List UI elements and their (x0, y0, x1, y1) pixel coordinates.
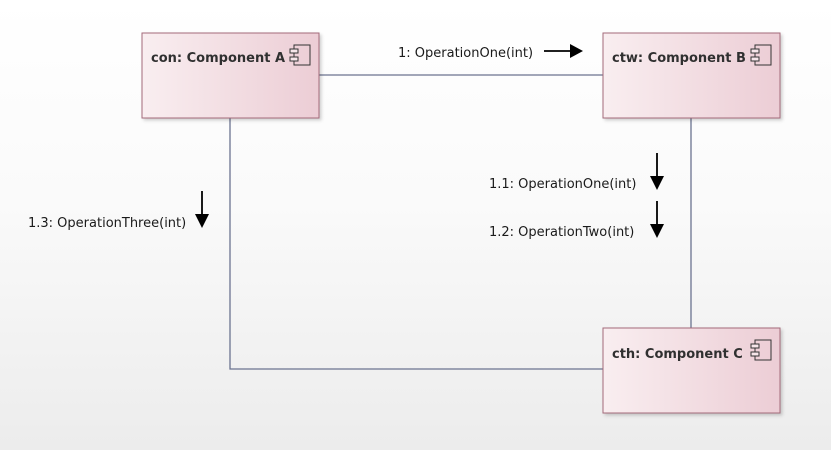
arrow-down-icon (195, 191, 209, 228)
connectors (229, 74, 692, 370)
message-1-2[interactable]: 1.2: OperationTwo(int) (489, 201, 664, 240)
component-a[interactable]: con: Component A (141, 32, 320, 119)
arrow-down-icon (650, 153, 664, 190)
component-icon (750, 44, 772, 66)
message-1-1-label: 1.1: OperationOne(int) (489, 177, 636, 192)
component-icon (750, 339, 772, 361)
component-a-label: con: Component A (151, 51, 285, 66)
component-c[interactable]: cth: Component C (602, 327, 781, 414)
arrow-down-icon (650, 201, 664, 238)
arrow-right-icon (544, 44, 583, 58)
message-1-2-label: 1.2: OperationTwo(int) (489, 225, 634, 240)
connector-a-c[interactable] (229, 118, 603, 370)
component-c-label: cth: Component C (612, 347, 743, 362)
component-b-label: ctw: Component B (612, 51, 746, 66)
message-1-3[interactable]: 1.3: OperationThree(int) (28, 191, 209, 231)
message-1-1[interactable]: 1.1: OperationOne(int) (489, 153, 664, 192)
message-1-3-label: 1.3: OperationThree(int) (28, 216, 186, 231)
message-1[interactable]: 1: OperationOne(int) (398, 44, 583, 61)
message-1-label: 1: OperationOne(int) (398, 46, 533, 61)
component-icon (289, 44, 311, 66)
component-b[interactable]: ctw: Component B (602, 32, 781, 119)
